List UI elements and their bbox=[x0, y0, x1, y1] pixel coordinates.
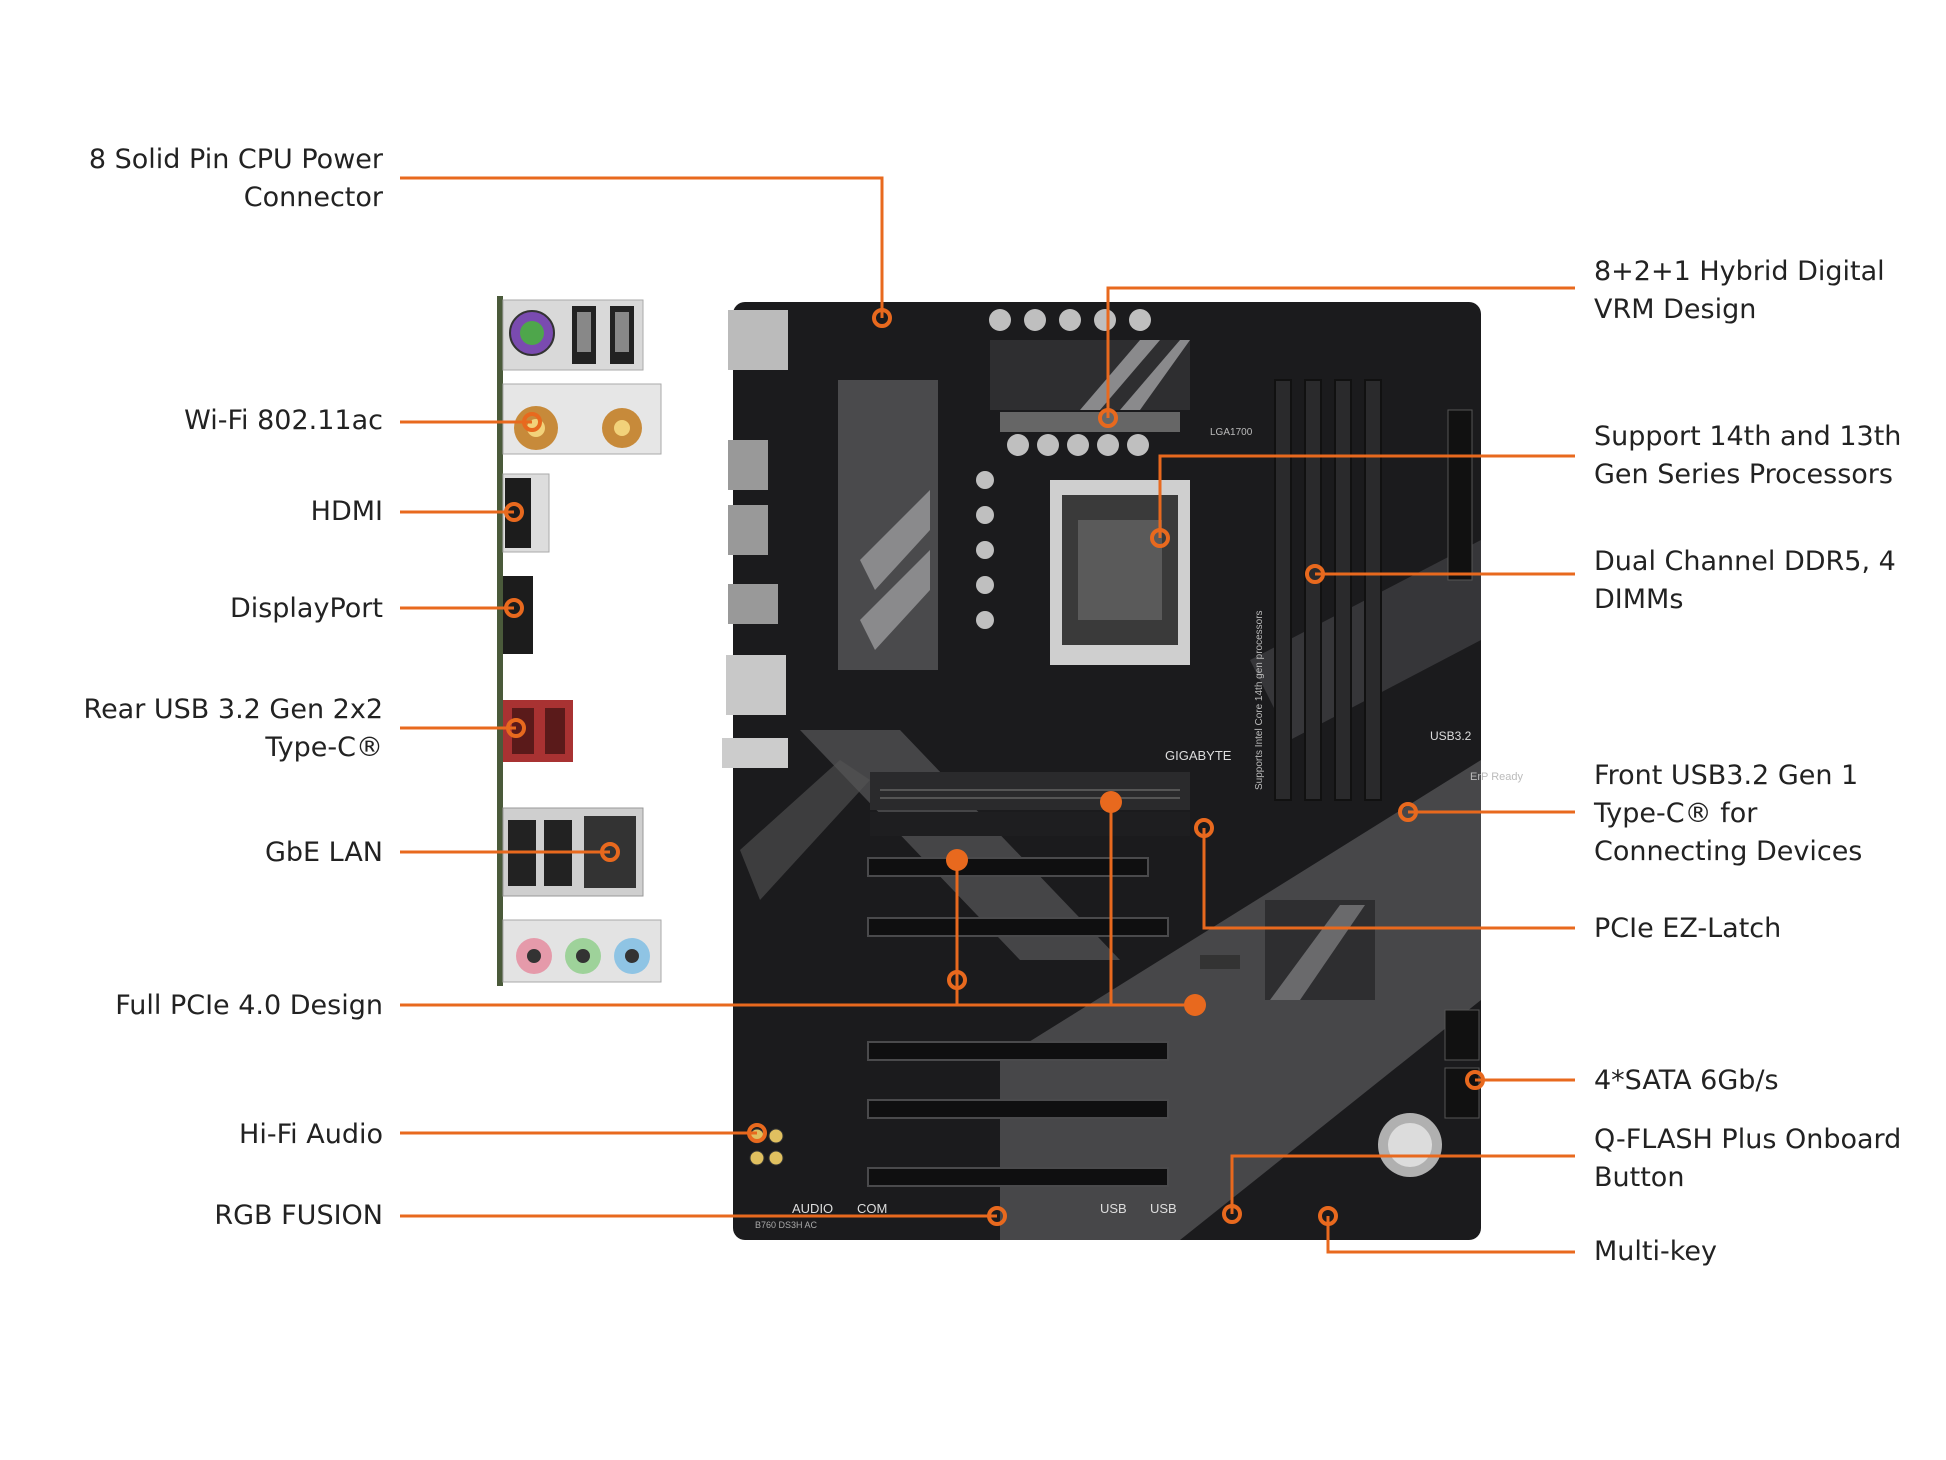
erp-mark: ErP Ready bbox=[1470, 771, 1523, 783]
label-ez-latch: PCIe EZ-Latch bbox=[1594, 913, 1782, 944]
label-cpu-support: Support 14th and 13th Gen Series Process… bbox=[1594, 421, 1902, 490]
socket-mark: LGA1700 bbox=[1210, 427, 1253, 438]
leader-cpu-power bbox=[400, 176, 884, 318]
label-vrm: 8+2+1 Hybrid Digital VRM Design bbox=[1594, 256, 1885, 325]
label-wifi: Wi-Fi 802.11ac bbox=[184, 405, 383, 436]
label-rear-usb: Rear USB 3.2 Gen 2x2 Type-C® bbox=[83, 694, 383, 763]
motherboard-pcb: GIGABYTE LGA1700 USB3.2 ErP Ready bbox=[722, 302, 1523, 1240]
usb-mark-2: USB bbox=[1150, 1201, 1177, 1216]
brand-mark: GIGABYTE bbox=[1165, 748, 1232, 763]
leader-ez-latch bbox=[1202, 828, 1575, 930]
label-cpu-power: 8 Solid Pin CPU Power Connector bbox=[88, 144, 383, 213]
label-rgb: RGB FUSION bbox=[214, 1200, 383, 1231]
callout-markers bbox=[504, 308, 1485, 1226]
audio-mark: AUDIO bbox=[792, 1201, 833, 1216]
leader-multikey bbox=[1326, 1216, 1575, 1254]
label-hdmi: HDMI bbox=[310, 496, 383, 527]
leader-qflash bbox=[1230, 1154, 1575, 1214]
label-multikey: Multi-key bbox=[1594, 1236, 1718, 1267]
processor-note-mark: Supports Intel Core 14th gen processors bbox=[1254, 610, 1265, 790]
model-mark: B760 DS3H AC bbox=[755, 1220, 818, 1230]
label-ddr5: Dual Channel DDR5, 4 DIMMs bbox=[1594, 546, 1896, 615]
com-mark: COM bbox=[857, 1201, 887, 1216]
usb-mark-1: USB bbox=[1100, 1201, 1127, 1216]
label-sata: 4*SATA 6Gb/s bbox=[1594, 1065, 1779, 1096]
leader-cpu-support bbox=[1158, 454, 1575, 538]
label-audio: Hi-Fi Audio bbox=[239, 1119, 383, 1150]
usb32-mark: USB3.2 bbox=[1430, 729, 1472, 743]
leader-vrm bbox=[1106, 286, 1575, 418]
label-qflash: Q-FLASH Plus Onboard Button bbox=[1594, 1124, 1902, 1193]
leader-lines bbox=[400, 176, 1575, 1254]
label-front-usb: Front USB3.2 Gen 1 Type-C® for Connectin… bbox=[1594, 760, 1863, 867]
label-gbe-lan: GbE LAN bbox=[264, 837, 383, 868]
io-shield bbox=[497, 296, 662, 986]
label-pcie: Full PCIe 4.0 Design bbox=[115, 990, 383, 1021]
label-displayport: DisplayPort bbox=[229, 593, 383, 624]
